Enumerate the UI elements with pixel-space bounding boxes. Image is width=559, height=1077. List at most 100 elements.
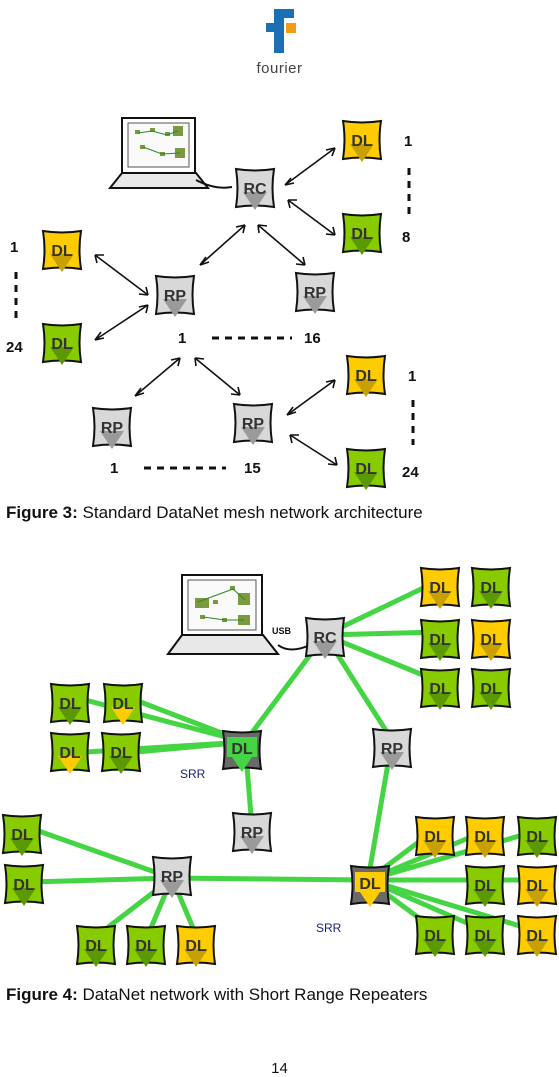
dl-node: DL bbox=[471, 668, 511, 710]
svg-text:DL: DL bbox=[351, 226, 373, 243]
svg-text:DL: DL bbox=[351, 133, 373, 150]
dl-node: DL bbox=[50, 683, 90, 725]
dl-node: DL bbox=[420, 567, 460, 609]
dl-node: DL bbox=[517, 865, 557, 907]
svg-text:RP: RP bbox=[242, 416, 265, 433]
figure-4-caption: Figure 4: DataNet network with Short Ran… bbox=[6, 985, 428, 1004]
svg-text:DL: DL bbox=[59, 696, 81, 713]
svg-text:DL: DL bbox=[112, 696, 134, 713]
svg-text:DL: DL bbox=[110, 745, 132, 762]
range-label: 1 bbox=[10, 239, 18, 256]
dl-node: DL bbox=[4, 864, 44, 906]
svg-text:DL: DL bbox=[429, 632, 451, 649]
svg-text:DL: DL bbox=[231, 741, 253, 758]
dl-node: DL bbox=[76, 925, 116, 967]
figure-3-caption: Figure 3: Standard DataNet mesh network … bbox=[6, 503, 423, 522]
svg-text:DL: DL bbox=[13, 877, 35, 894]
svg-text:DL: DL bbox=[480, 580, 502, 597]
srr-dl-node: DL bbox=[222, 730, 262, 772]
logo-left-bar bbox=[266, 23, 274, 32]
rp-node: RP bbox=[295, 272, 335, 314]
dl-node: DL bbox=[342, 120, 382, 162]
svg-text:DL: DL bbox=[185, 938, 207, 955]
range-label: 8 bbox=[402, 229, 410, 246]
wireless-links bbox=[94, 147, 338, 466]
svg-text:DL: DL bbox=[51, 336, 73, 353]
svg-text:DL: DL bbox=[474, 928, 496, 945]
svg-text:RP: RP bbox=[164, 288, 187, 305]
dl-node: DL bbox=[42, 230, 82, 272]
logo-text: fourier bbox=[256, 60, 303, 77]
dl-node: DL bbox=[101, 732, 141, 774]
rp-node: RP bbox=[233, 403, 273, 445]
rp-node: RP bbox=[155, 275, 195, 317]
page-number: 14 bbox=[271, 1060, 288, 1077]
rp-node: RP bbox=[92, 407, 132, 449]
logo-stem bbox=[274, 9, 284, 53]
svg-text:RP: RP bbox=[304, 285, 327, 302]
range-label: 24 bbox=[6, 339, 23, 356]
svg-text:DL: DL bbox=[59, 745, 81, 762]
range-label: 1 bbox=[110, 460, 118, 477]
range-label: 15 bbox=[244, 460, 261, 477]
dl-node: DL bbox=[465, 915, 505, 957]
svg-text:RP: RP bbox=[161, 869, 184, 886]
dl-node: DL bbox=[517, 915, 557, 957]
dl-node: DL bbox=[176, 925, 216, 967]
dl-node: DL bbox=[465, 816, 505, 858]
dl-node: DL bbox=[415, 915, 455, 957]
svg-text:RP: RP bbox=[241, 825, 264, 842]
logo-top-bar bbox=[274, 9, 294, 18]
range-label: 1 bbox=[178, 330, 186, 347]
svg-text:DL: DL bbox=[424, 829, 446, 846]
fourier-logo bbox=[266, 9, 296, 53]
range-label: 1 bbox=[404, 133, 412, 150]
usb-label: USB bbox=[272, 626, 292, 636]
range-dashes bbox=[14, 168, 415, 470]
rp-node: RP bbox=[372, 728, 412, 770]
dl-node: DL bbox=[2, 814, 42, 856]
svg-text:DL: DL bbox=[135, 938, 157, 955]
range-label: 24 bbox=[402, 464, 419, 481]
rp-node: RP bbox=[152, 856, 192, 898]
svg-text:DL: DL bbox=[355, 368, 377, 385]
svg-text:RC: RC bbox=[313, 630, 337, 647]
srr-dl-node: DL bbox=[350, 865, 390, 907]
range-label: 16 bbox=[304, 330, 321, 347]
dl-node: DL bbox=[471, 619, 511, 661]
dl-node: DL bbox=[465, 865, 505, 907]
figure-4-diagram: USB RC RP RP RP bbox=[2, 567, 557, 967]
dl-node: DL bbox=[517, 816, 557, 858]
rp-node: RP bbox=[232, 812, 272, 854]
srr-label: SRR bbox=[180, 767, 206, 781]
dl-node: DL bbox=[471, 567, 511, 609]
rc-label: RC bbox=[243, 181, 267, 198]
svg-text:DL: DL bbox=[359, 876, 381, 893]
dl-node: DL bbox=[103, 683, 143, 725]
laptop-icon: USB bbox=[166, 574, 311, 655]
svg-text:DL: DL bbox=[429, 580, 451, 597]
svg-text:RP: RP bbox=[381, 741, 404, 758]
dl-node: DL bbox=[50, 732, 90, 774]
svg-text:DL: DL bbox=[11, 827, 33, 844]
dl-node: DL bbox=[420, 668, 460, 710]
dl-node: DL bbox=[415, 816, 455, 858]
svg-text:DL: DL bbox=[429, 681, 451, 698]
figure-3-diagram: RC RP RP RP RP DL DL DL DL DL DL 1 8 1 2… bbox=[6, 117, 419, 490]
svg-text:RP: RP bbox=[101, 420, 124, 437]
dl-node: DL bbox=[420, 619, 460, 661]
range-label: 1 bbox=[408, 368, 416, 385]
dl-node: DL bbox=[346, 448, 386, 490]
svg-text:DL: DL bbox=[355, 461, 377, 478]
svg-text:DL: DL bbox=[424, 928, 446, 945]
dl-node: DL bbox=[342, 213, 382, 255]
svg-text:DL: DL bbox=[480, 681, 502, 698]
dl-node: DL bbox=[126, 925, 166, 967]
svg-text:DL: DL bbox=[526, 829, 548, 846]
svg-text:DL: DL bbox=[474, 878, 496, 895]
svg-text:DL: DL bbox=[480, 632, 502, 649]
dl-node: DL bbox=[346, 355, 386, 397]
rc-node: RC bbox=[305, 617, 345, 659]
laptop-icon bbox=[107, 117, 233, 189]
dl-node: DL bbox=[42, 323, 82, 365]
